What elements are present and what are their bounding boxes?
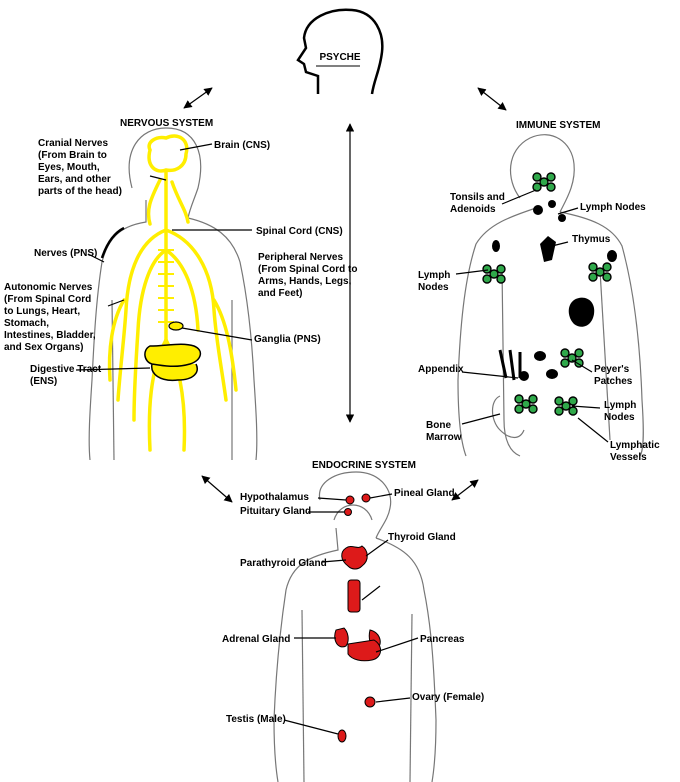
- label-brain: Brain (CNS): [214, 140, 271, 151]
- lymph-node-dot: [561, 401, 571, 411]
- arrow-psyche-nervous: [183, 87, 213, 109]
- lymph-node-dot: [521, 399, 531, 409]
- lymph-node-dot: [546, 182, 556, 192]
- label-spinal-cord: Spinal Cord (CNS): [256, 226, 343, 237]
- label-pancreas: Pancreas: [420, 634, 465, 645]
- green-lymph-node-clusters: [482, 172, 612, 416]
- psyche-title: PSYCHE: [319, 52, 361, 63]
- nervous-leader-lines: [75, 143, 253, 371]
- label-thyroid-gland: Thyroid Gland: [388, 532, 456, 543]
- label-hypothalamus: Hypothalamus: [240, 492, 309, 503]
- lymph-node-dot: [482, 264, 492, 274]
- label-appendix: Appendix: [418, 364, 464, 375]
- label-lymph-nodes-groin: Lymph Nodes: [604, 400, 637, 423]
- lymph-node-dot: [588, 262, 598, 272]
- label-ganglia: Ganglia (PNS): [254, 334, 321, 345]
- lymph-node-dot: [554, 406, 564, 416]
- label-pineal-gland: Pineal Gland: [394, 488, 455, 499]
- immune-dark-organs: [492, 200, 617, 381]
- endocrine-glands: [334, 493, 381, 743]
- endocrine-system-title: ENDOCRINE SYSTEM: [312, 460, 416, 471]
- label-autonomic-nerves: Autonomic Nerves (From Spinal Cord to Lu…: [4, 282, 96, 353]
- lymph-node-dot: [532, 172, 542, 182]
- label-tonsils: Tonsils and Adenoids: [450, 192, 505, 215]
- lymph-node-dot: [560, 358, 570, 368]
- lymph-node-dot: [489, 269, 499, 279]
- label-ovary: Ovary (Female): [412, 692, 485, 703]
- digestive-tract-shape: [144, 343, 202, 382]
- label-bone-marrow: Bone Marrow: [426, 420, 462, 443]
- lymph-node-dot: [496, 264, 506, 274]
- lymph-node-dot: [546, 172, 556, 182]
- label-digestive-tract: Digestive Tract (ENS): [30, 364, 102, 387]
- immune-system-title: IMMUNE SYSTEM: [516, 120, 601, 131]
- label-pituitary-gland: Pituitary Gland: [240, 506, 312, 517]
- label-lymph-nodes-neck: Lymph Nodes: [580, 202, 646, 213]
- lymph-node-dot: [528, 394, 538, 404]
- lymph-node-dot: [528, 404, 538, 414]
- ganglia-shape: [168, 321, 184, 331]
- lymph-node-dot: [560, 348, 570, 358]
- label-peripheral-nerves: Peripheral Nerves (From Spinal Cord to A…: [258, 252, 358, 299]
- label-cranial-nerves: Cranial Nerves (From Brain to Eyes, Mout…: [38, 138, 122, 197]
- lymph-node-dot: [602, 262, 612, 272]
- label-lymphatic-vessels: Lymphatic Vessels: [610, 440, 660, 463]
- lymph-node-dot: [514, 404, 524, 414]
- endocrine-body-outline: [273, 471, 437, 782]
- label-lymph-nodes-arm: Lymph Nodes: [418, 270, 451, 293]
- arrow-immune-endocrine: [451, 479, 479, 501]
- nervous-system-title: NERVOUS SYSTEM: [120, 118, 214, 129]
- immune-leader-lines: [455, 189, 609, 443]
- lymph-node-dot: [568, 406, 578, 416]
- pns-nerve-highlight: [100, 226, 125, 259]
- label-parathyroid-gland: Parathyroid Gland: [240, 558, 327, 569]
- label-thymus: Thymus: [572, 234, 611, 245]
- label-testis: Testis (Male): [226, 714, 286, 725]
- lymph-node-dot: [574, 348, 584, 358]
- lymph-node-dot: [532, 182, 542, 192]
- lymph-node-dot: [568, 396, 578, 406]
- label-adrenal-gland: Adrenal Gland: [222, 634, 291, 645]
- arrow-psyche-immune: [477, 87, 507, 111]
- immune-body-outline: [457, 134, 644, 457]
- label-peyers-patches: Peyer's Patches: [594, 364, 633, 387]
- psyche-head-outline: [296, 8, 384, 95]
- lymph-node-dot: [514, 394, 524, 404]
- lymph-node-dot: [602, 272, 612, 282]
- nerve-network: [107, 134, 238, 452]
- lymph-node-dot: [539, 177, 549, 187]
- lymph-node-dot: [567, 353, 577, 363]
- lymph-vessel-chain: [498, 349, 522, 381]
- lymph-node-dot: [482, 274, 492, 284]
- endocrine-leader-lines: [283, 493, 419, 735]
- arrow-nervous-endocrine: [201, 475, 233, 503]
- lymph-node-dot: [588, 272, 598, 282]
- label-nerves-pns: Nerves (PNS): [34, 248, 98, 259]
- lymph-node-dot: [595, 267, 605, 277]
- lymph-node-dot: [554, 396, 564, 406]
- spine-ticks: [158, 249, 174, 323]
- lymph-node-dot: [496, 274, 506, 284]
